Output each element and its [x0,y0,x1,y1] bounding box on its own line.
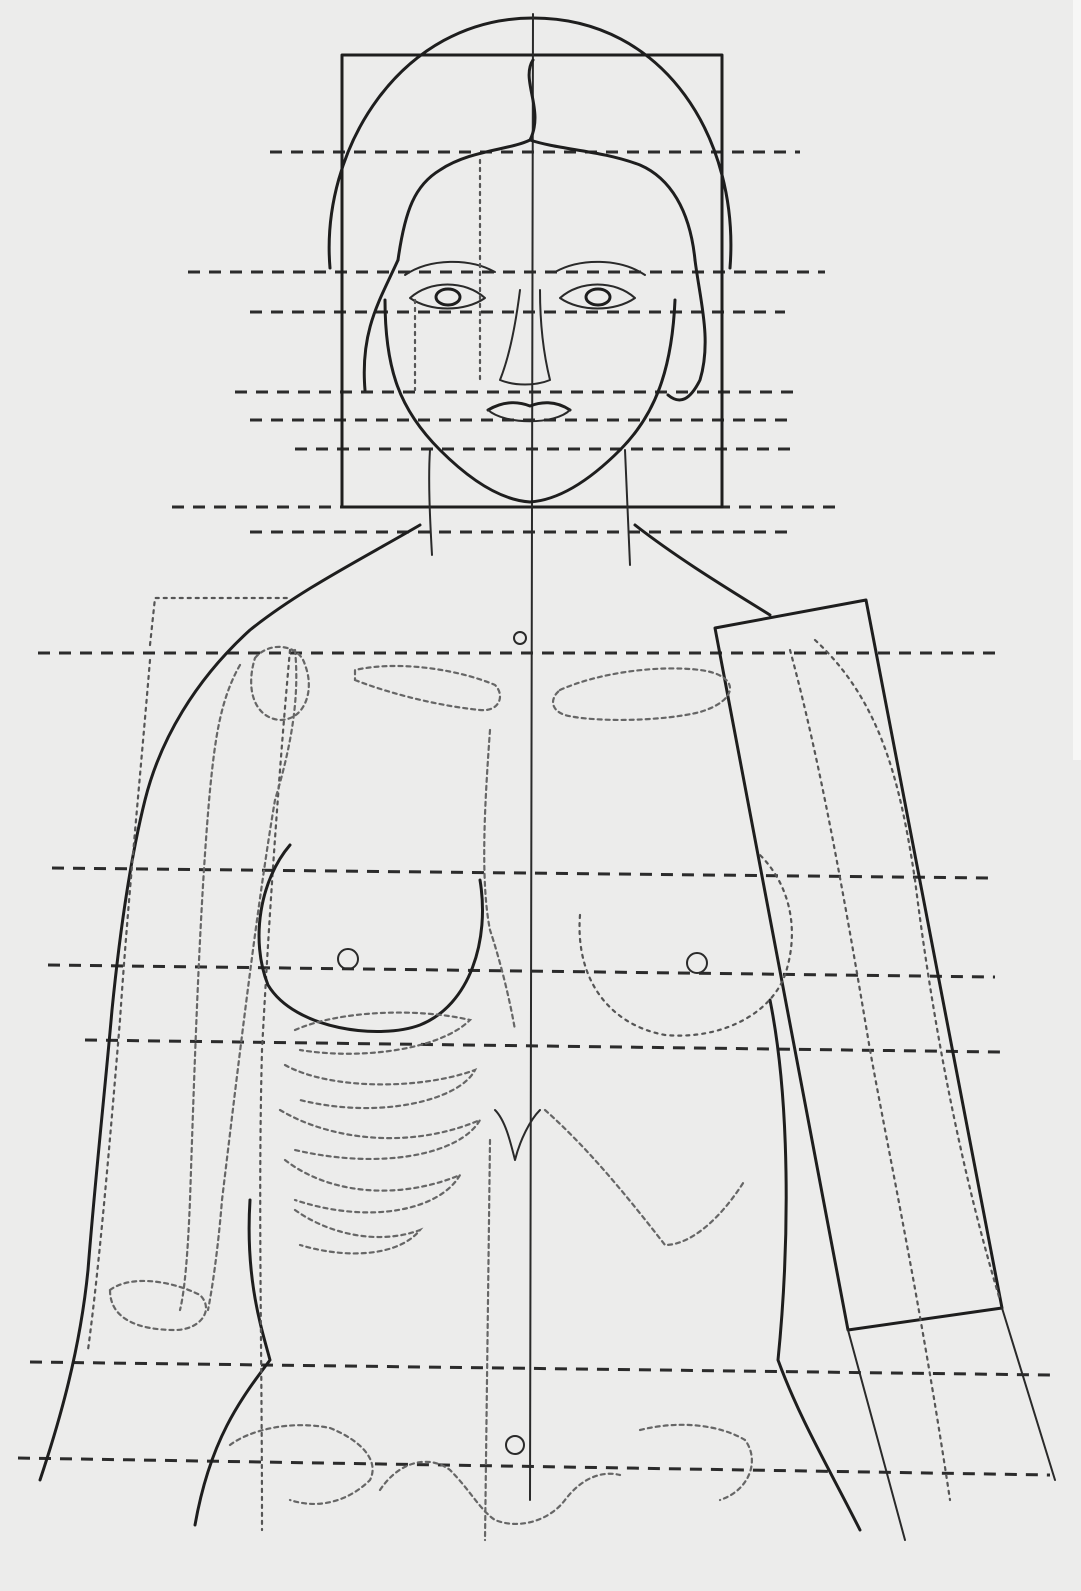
rib-1 [295,1013,470,1054]
paper-edge [1073,0,1081,760]
sternum [484,730,515,1030]
clavicle-left [355,666,500,710]
guide-line-hip [18,1458,1050,1475]
guide-line-underbust [85,1040,1000,1052]
arm-lower-line [848,1330,905,1540]
shoulder-joint [251,647,309,720]
left-breast-outline [259,845,482,1032]
guide-line-chest [52,868,990,878]
center-axis-line [530,14,533,1500]
humerus-left [180,665,240,1310]
rib-4 [285,1160,460,1212]
hair-part [398,60,535,260]
guide-line-nipple [48,965,995,977]
left-shoulder-guide [150,598,290,645]
navel-icon [506,1436,524,1454]
clavicle-right [553,668,730,719]
arm-construction [715,600,1055,1540]
left-eye-icon [405,262,495,309]
neck-left [429,450,432,555]
costal-arch-right [545,1110,745,1245]
guide-line-waist [30,1362,1050,1375]
spine-line [485,1140,490,1540]
horizontal-guide-lines [18,152,1050,1475]
rib-3 [280,1110,480,1159]
left-torso-side [195,1200,270,1525]
right-eye-icon [555,262,645,309]
humerus-left-inner [208,650,296,1310]
suprasternal-notch-icon [514,632,526,644]
head-drawing [364,60,705,502]
pelvis-left [230,1425,373,1504]
arm-lower-line-2 [1002,1308,1055,1480]
arm-inner-contour [815,640,1000,1300]
nose-icon [500,290,550,385]
skeleton-overlay [110,632,752,1540]
torso-outline [40,525,860,1530]
pelvis-center [380,1462,620,1524]
elbow-joint [110,1281,206,1330]
hair-right-side [530,140,695,260]
rib-2 [285,1065,475,1108]
left-nipple-icon [338,949,358,969]
right-nipple-icon [687,953,707,973]
xiphoid [495,1110,540,1160]
right-torso-side [770,1000,860,1530]
left-arm-guide [88,660,150,1350]
right-breast-outline [580,855,792,1036]
rib-5 [295,1210,420,1253]
pelvis-right [640,1425,752,1500]
mouth-icon [488,403,570,422]
left-body-guide [260,650,290,1530]
arm-bounding-box [715,600,1002,1330]
left-silhouette-guides [88,598,290,1530]
right-shoulder-outline [635,525,770,615]
